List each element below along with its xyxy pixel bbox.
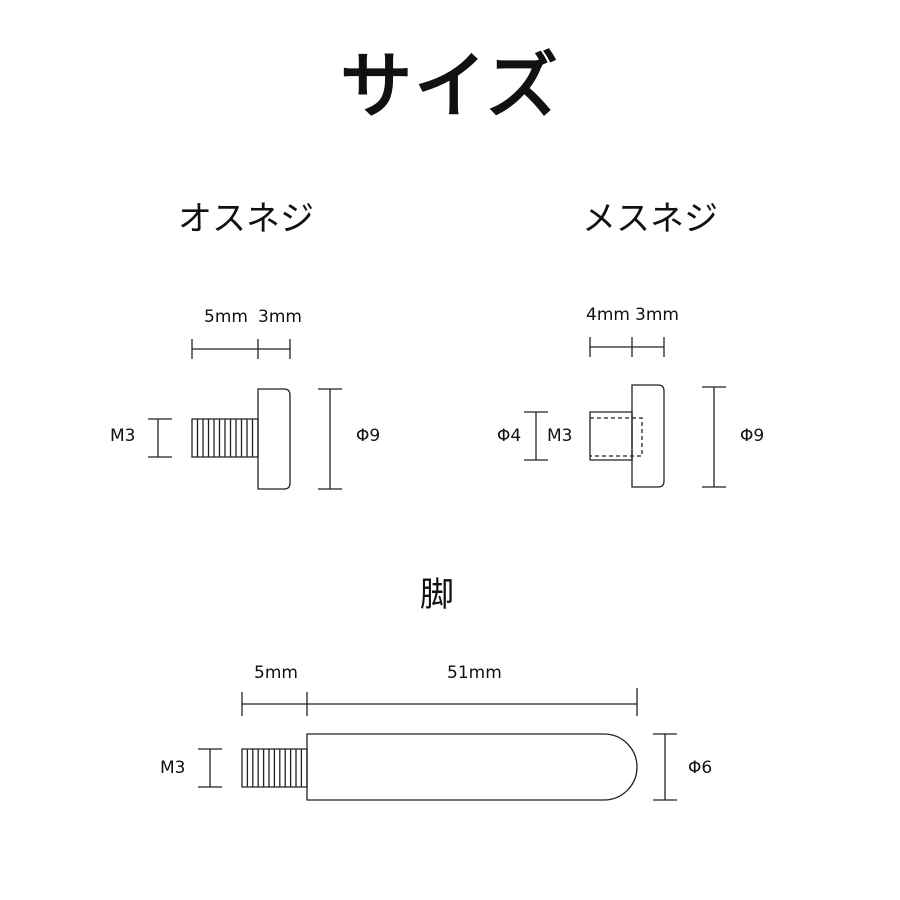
male-thread-size-dimension (148, 419, 172, 457)
leg-body-diameter-label: Φ6 (688, 758, 713, 778)
leg-heading: 脚 (420, 575, 454, 615)
male-head (258, 389, 290, 489)
male-thread (192, 419, 258, 457)
leg-body-length-label: 51mm (447, 663, 502, 683)
leg-thread-size-label: M3 (160, 758, 186, 778)
female-head-diameter-dimension (702, 387, 726, 487)
female-bore-diameter-label: Φ4 (497, 426, 522, 446)
female-head (632, 385, 664, 487)
female-boss (590, 412, 632, 460)
leg-thread-size-dimension (198, 749, 222, 787)
male-screw-drawing (148, 339, 342, 489)
page-title: サイズ (340, 44, 560, 128)
female-bore-depth-label: 4mm (586, 305, 630, 325)
male-head-diameter-dimension (318, 389, 342, 489)
leg-length-dimension (242, 688, 637, 716)
male-head-diameter-label: Φ9 (356, 426, 381, 446)
leg-drawing (198, 688, 677, 800)
female-head-thickness-label: 3mm (635, 305, 679, 325)
leg-thread-length-label: 5mm (254, 663, 298, 683)
leg-thread (242, 749, 307, 787)
male-length-dimension (192, 339, 290, 359)
female-bore-hidden-line (590, 418, 642, 456)
female-bore-diameter-dimension (524, 412, 548, 460)
male-head-thickness-label: 3mm (258, 307, 302, 327)
female-thread-size-label: M3 (547, 426, 573, 446)
leg-body-diameter-dimension (653, 734, 677, 800)
male-screw-heading: オスネジ (178, 199, 314, 239)
female-length-dimension (590, 337, 664, 357)
male-thread-length-label: 5mm (204, 307, 248, 327)
female-screw-drawing (524, 337, 726, 487)
female-screw-heading: メスネジ (582, 199, 718, 239)
leg-body (307, 734, 637, 800)
male-thread-size-label: M3 (110, 426, 136, 446)
female-head-diameter-label: Φ9 (740, 426, 765, 446)
